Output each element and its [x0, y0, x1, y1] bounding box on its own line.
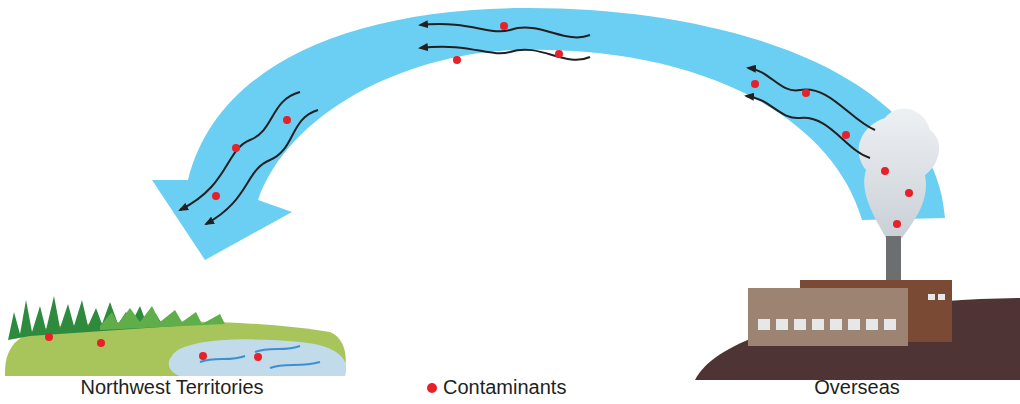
- airflow-band: [152, 8, 945, 260]
- wind-arrows: [180, 24, 875, 224]
- contaminant-dots: [45, 22, 913, 361]
- region-label: Northwest Territories: [80, 377, 263, 397]
- grass-light: [100, 306, 225, 330]
- factory-windows: [758, 294, 945, 330]
- water-ripples: [200, 346, 320, 368]
- factory-front: [748, 288, 908, 346]
- region-label: Overseas: [814, 377, 900, 397]
- legend-text: Contaminants: [443, 377, 566, 397]
- chimney: [886, 236, 901, 286]
- legend-swatch: [427, 383, 437, 393]
- water: [169, 339, 346, 376]
